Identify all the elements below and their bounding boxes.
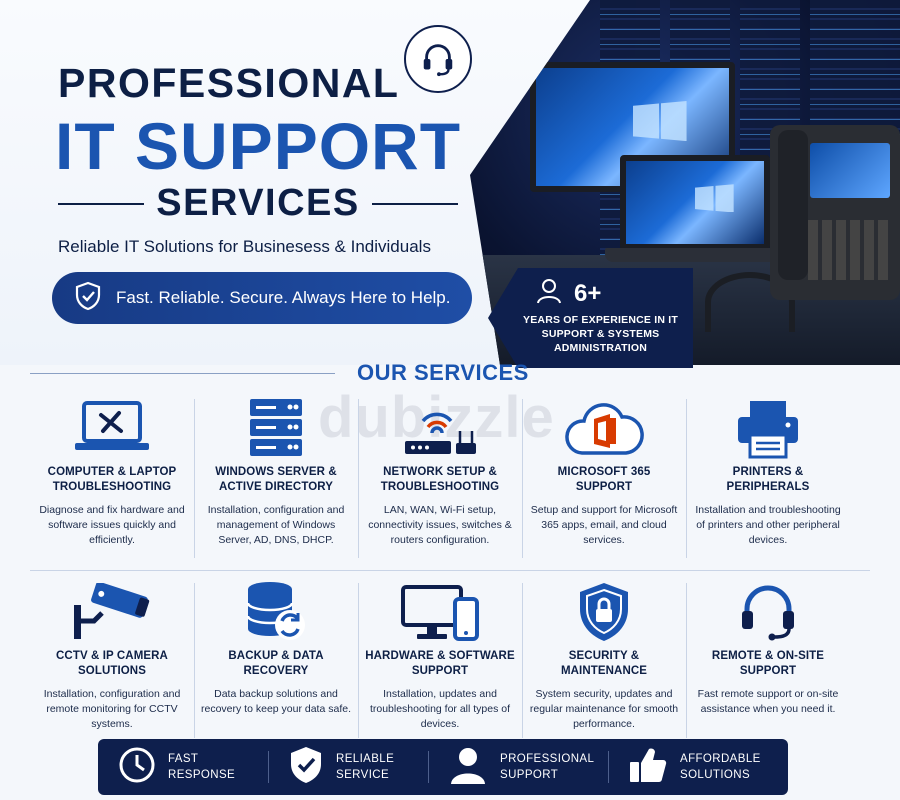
service-card: SECURITY & MAINTENANCE System security, … bbox=[522, 579, 686, 750]
services-row: CCTV & IP CAMERA SOLUTIONS Installation,… bbox=[30, 570, 870, 750]
experience-badge: 6+ YEARS OF EXPERIENCE IN IT SUPPORT & S… bbox=[488, 268, 693, 368]
services-grid: COMPUTER & LAPTOP TROUBLESHOOTING Diagno… bbox=[30, 395, 870, 750]
service-card: MICROSOFT 365 SUPPORT Setup and support … bbox=[522, 395, 686, 570]
headset-icon bbox=[692, 579, 844, 643]
person-icon bbox=[536, 278, 562, 309]
shield-check-icon bbox=[288, 745, 324, 790]
printer-icon bbox=[692, 395, 844, 459]
person-icon bbox=[448, 745, 488, 790]
promise-pill: Fast. Reliable. Secure. Always Here to H… bbox=[52, 272, 472, 324]
monitor-phone-icon bbox=[364, 579, 516, 643]
divider bbox=[30, 373, 335, 374]
service-title: PRINTERS & PERIPHERALS bbox=[726, 466, 810, 493]
service-title: REMOTE & ON-SITE SUPPORT bbox=[711, 650, 825, 677]
service-title: HARDWARE & SOFTWARE SUPPORT bbox=[365, 650, 515, 677]
service-description: Setup and support for Microsoft 365 apps… bbox=[530, 504, 678, 546]
shield-lock-icon bbox=[528, 579, 680, 643]
section-title: OUR SERVICES bbox=[357, 360, 529, 385]
service-description: Fast remote support or on-site assistanc… bbox=[697, 688, 839, 715]
service-title: BACKUP & DATA RECOVERY bbox=[228, 650, 324, 677]
service-description: System security, updates and regular mai… bbox=[529, 688, 679, 730]
service-description: LAN, WAN, Wi-Fi setup, connectivity issu… bbox=[368, 504, 512, 546]
service-card: NETWORK SETUP & TROUBLESHOOTING LAN, WAN… bbox=[358, 395, 522, 570]
service-card: REMOTE & ON-SITE SUPPORT Fast remote sup… bbox=[686, 579, 850, 750]
laptop-tools-icon bbox=[36, 395, 188, 459]
service-description: Installation, configuration and manageme… bbox=[207, 504, 345, 546]
divider bbox=[371, 202, 459, 205]
section-header: OUR SERVICES bbox=[30, 360, 870, 385]
title-professional: PROFESSIONAL bbox=[58, 60, 400, 106]
service-card: PRINTERS & PERIPHERALS Installation and … bbox=[686, 395, 850, 570]
office-cloud-icon bbox=[528, 395, 680, 459]
router-wifi-icon bbox=[364, 395, 516, 459]
shield-check-icon bbox=[74, 281, 102, 316]
hero-banner: PROFESSIONAL IT SUPPORT SERVICES Reliabl… bbox=[0, 0, 900, 368]
service-title: CCTV & IP CAMERA SOLUTIONS bbox=[56, 650, 168, 677]
headset-icon bbox=[404, 25, 472, 93]
database-sync-icon bbox=[200, 579, 352, 643]
service-title: MICROSOFT 365 SUPPORT bbox=[557, 466, 651, 493]
server-icon bbox=[200, 395, 352, 459]
title-services-row: SERVICES bbox=[58, 182, 459, 225]
service-description: Diagnose and fix hardware and software i… bbox=[39, 504, 185, 546]
service-title: WINDOWS SERVER & ACTIVE DIRECTORY bbox=[215, 466, 337, 493]
experience-value: 6+ bbox=[574, 279, 602, 307]
service-description: Installation, updates and troubleshootin… bbox=[369, 688, 511, 730]
service-title: COMPUTER & LAPTOP TROUBLESHOOTING bbox=[47, 466, 177, 493]
title-services: SERVICES bbox=[156, 182, 360, 224]
service-card: BACKUP & DATA RECOVERY Data backup solut… bbox=[194, 579, 358, 750]
service-card: CCTV & IP CAMERA SOLUTIONS Installation,… bbox=[30, 579, 194, 750]
service-card: HARDWARE & SOFTWARE SUPPORT Installation… bbox=[358, 579, 522, 750]
headset-prop bbox=[705, 272, 795, 332]
thumbs-up-icon bbox=[628, 745, 668, 790]
service-title: SECURITY & MAINTENANCE bbox=[560, 650, 648, 677]
service-description: Data backup solutions and recovery to ke… bbox=[201, 688, 351, 715]
watermark: dubizzle bbox=[318, 385, 555, 450]
promise-text: Fast. Reliable. Secure. Always Here to H… bbox=[116, 288, 451, 307]
service-card: WINDOWS SERVER & ACTIVE DIRECTORY Instal… bbox=[194, 395, 358, 570]
title-it-support: IT SUPPORT bbox=[55, 109, 462, 183]
service-title: NETWORK SETUP & TROUBLESHOOTING bbox=[380, 466, 500, 493]
services-row: COMPUTER & LAPTOP TROUBLESHOOTING Diagno… bbox=[30, 395, 870, 570]
divider bbox=[58, 202, 145, 205]
clock-icon bbox=[118, 746, 156, 789]
tagline: Reliable IT Solutions for Businesess & I… bbox=[58, 237, 431, 256]
service-card: COMPUTER & LAPTOP TROUBLESHOOTING Diagno… bbox=[30, 395, 194, 570]
experience-text: YEARS OF EXPERIENCE IN IT SUPPORT & SYST… bbox=[523, 314, 678, 354]
cctv-camera-icon bbox=[36, 579, 188, 643]
laptop-screen bbox=[620, 155, 770, 250]
service-description: Installation, configuration and remote m… bbox=[43, 688, 181, 730]
service-description: Installation and troubleshooting of prin… bbox=[695, 504, 841, 546]
handset bbox=[778, 130, 808, 280]
